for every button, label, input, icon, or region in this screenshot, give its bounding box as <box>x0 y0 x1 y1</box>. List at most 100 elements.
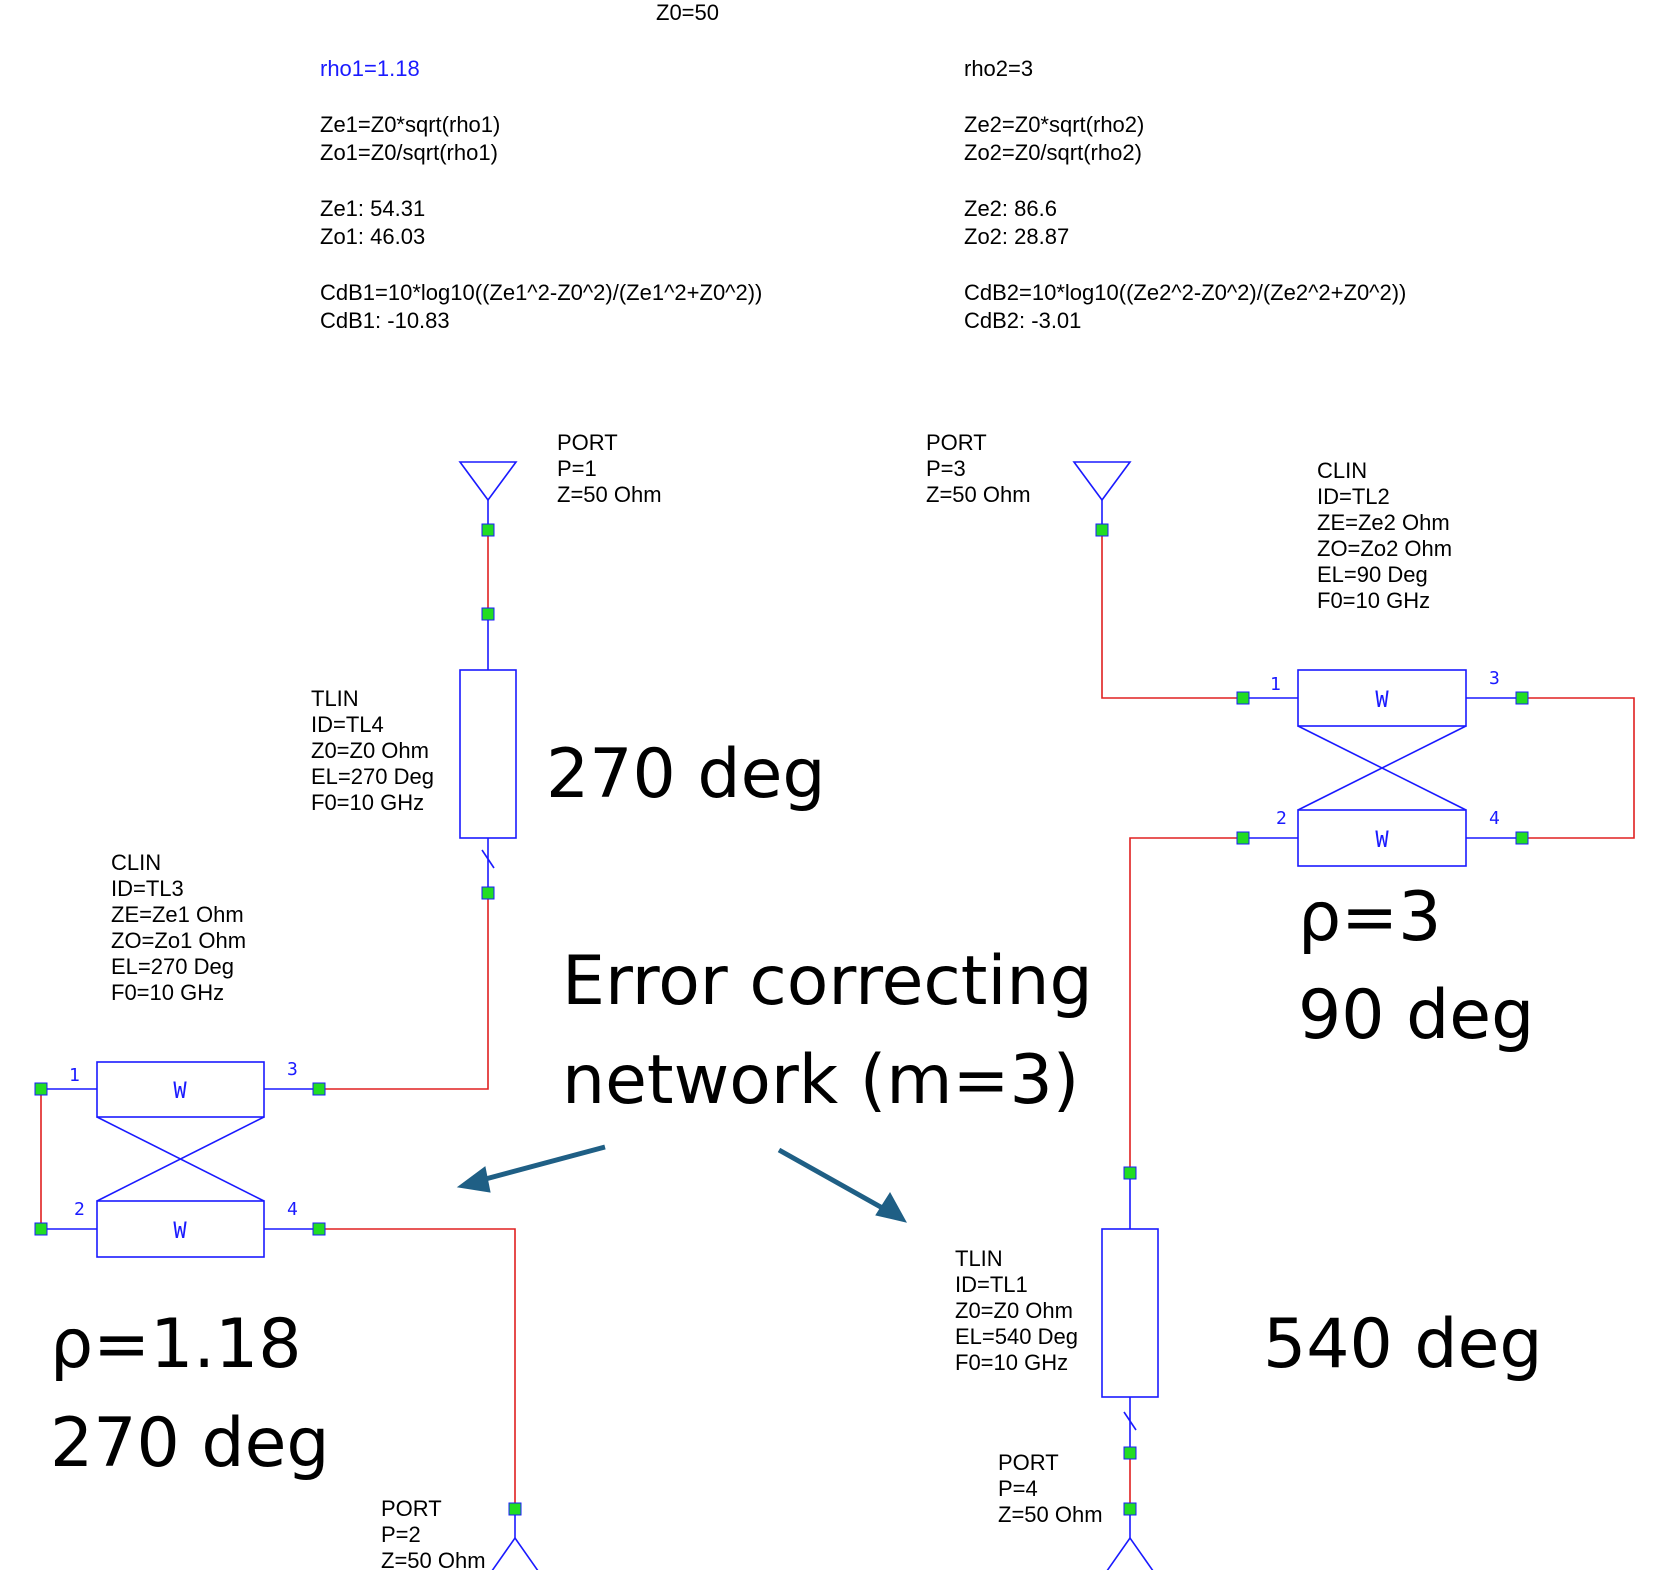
tl3-pin-2: 2 <box>74 1199 85 1220</box>
node[interactable] <box>1515 831 1529 845</box>
tl1-z0: Z0=Z0 Ohm <box>955 1298 1073 1323</box>
port-2-type: PORT <box>381 1496 442 1521</box>
rho1-equation[interactable]: rho1=1.18 <box>320 56 420 81</box>
tl2-params: CLIN ID=TL2 ZE=Ze2 Ohm ZO=Zo2 Ohm EL=90 … <box>1317 458 1452 614</box>
tl4-f0: F0=10 GHz <box>311 790 425 815</box>
node[interactable] <box>1236 831 1250 845</box>
port-4-impedance: Z=50 Ohm <box>998 1502 1103 1527</box>
tl2-pin-3: 3 <box>1489 668 1500 689</box>
node[interactable] <box>34 1082 48 1096</box>
tl4-body[interactable] <box>459 669 517 839</box>
tl2-bottom-line[interactable] <box>1297 809 1467 867</box>
port-3-symbol[interactable] <box>1072 461 1132 502</box>
port-4-symbol[interactable] <box>1102 1536 1158 1570</box>
rho2-equation[interactable]: rho2=3 <box>964 56 1034 81</box>
nodes <box>34 523 1529 1516</box>
cdb2-definition: CdB2=10*log10((Ze2^2-Z0^2)/(Ze2^2+Z0^2)) <box>964 280 1407 305</box>
zo1-value: Zo1: 46.03 <box>320 224 426 249</box>
tl3-top-line[interactable] <box>96 1061 265 1118</box>
tl2-pin-2: 2 <box>1276 808 1287 829</box>
tl2-zo: ZO=Zo2 Ohm <box>1317 536 1453 561</box>
zo1-definition: Zo1=Z0/sqrt(rho1) <box>320 140 498 165</box>
error-network-title-line2: network (m=3) <box>562 1041 1080 1120</box>
port-4-type: PORT <box>998 1450 1059 1475</box>
tl2-bottom-w-label: W <box>1375 828 1389 853</box>
tl4-degree-annotation: 270 deg <box>546 735 826 814</box>
node[interactable] <box>312 1082 326 1096</box>
cdb2-value: CdB2: -3.01 <box>964 308 1082 333</box>
tl3-pin-3: 3 <box>287 1059 298 1080</box>
tl3-rho-annotation: ρ=1.18 <box>50 1305 302 1384</box>
tl4-el: EL=270 Deg <box>311 764 434 789</box>
port-1-number: P=1 <box>557 456 597 481</box>
port-2-number: P=2 <box>381 1522 421 1547</box>
tl1-type: TLIN <box>955 1246 1003 1271</box>
tl3-id: ID=TL3 <box>111 876 184 901</box>
tl1-id: ID=TL1 <box>955 1272 1028 1297</box>
tl3-bottom-w-label: W <box>173 1219 187 1244</box>
node[interactable] <box>1095 523 1109 537</box>
tl2-type: CLIN <box>1317 458 1368 483</box>
node[interactable] <box>312 1222 326 1236</box>
node[interactable] <box>481 523 495 537</box>
port-1-symbol[interactable] <box>458 461 518 502</box>
port-4-number: P=4 <box>998 1476 1038 1501</box>
tl2-f0: F0=10 GHz <box>1317 588 1431 613</box>
tl3-top-w-label: W <box>173 1079 187 1104</box>
arrow-right-head <box>875 1192 907 1223</box>
wire-tl3-p2 <box>319 1228 516 1509</box>
annotation-arrows <box>456 1144 907 1223</box>
tl3-ze: ZE=Ze1 Ohm <box>111 902 244 927</box>
port-2-impedance: Z=50 Ohm <box>381 1548 486 1573</box>
port-1-label: PORT P=1 Z=50 Ohm <box>557 430 662 508</box>
wire-tl4-tl3 <box>319 893 489 1090</box>
port-2-label: PORT P=2 Z=50 Ohm <box>381 1496 486 1574</box>
ze1-definition: Ze1=Z0*sqrt(rho1) <box>320 112 501 137</box>
port-3-label: PORT P=3 Z=50 Ohm <box>926 430 1031 508</box>
node[interactable] <box>481 607 495 621</box>
tl1-f0: F0=10 GHz <box>955 1350 1069 1375</box>
node[interactable] <box>34 1222 48 1236</box>
arrow-left-head <box>456 1166 491 1193</box>
port-3-number: P=3 <box>926 456 966 481</box>
tl3-zo: ZO=Zo1 Ohm <box>111 928 247 953</box>
node[interactable] <box>1515 691 1529 705</box>
node[interactable] <box>1123 1446 1137 1460</box>
arrow-left <box>477 1144 606 1184</box>
tl2-degree-annotation: 90 deg <box>1298 976 1535 1055</box>
tl3-pin-1: 1 <box>69 1065 80 1086</box>
tl1-body[interactable] <box>1101 1228 1159 1398</box>
port-2-symbol[interactable] <box>487 1536 543 1570</box>
tl4-params: TLIN ID=TL4 Z0=Z0 Ohm EL=270 Deg F0=10 G… <box>311 686 434 816</box>
tl1-degree-annotation: 540 deg <box>1263 1305 1543 1384</box>
wire-tl2-loop <box>1522 697 1635 839</box>
zo2-value: Zo2: 28.87 <box>964 224 1070 249</box>
wire-p3-tl2 <box>1101 530 1243 699</box>
wire-tl2-tl1 <box>1129 837 1243 1173</box>
tl3-pin-4: 4 <box>287 1199 298 1220</box>
ze2-definition: Ze2=Z0*sqrt(rho2) <box>964 112 1145 137</box>
wires <box>40 530 1635 1509</box>
error-network-title-line1: Error correcting <box>562 942 1093 1021</box>
node[interactable] <box>481 886 495 900</box>
zo2-definition: Zo2=Z0/sqrt(rho2) <box>964 140 1142 165</box>
tl1-params: TLIN ID=TL1 Z0=Z0 Ohm EL=540 Deg F0=10 G… <box>955 1246 1078 1376</box>
tl2-pin-4: 4 <box>1489 808 1500 829</box>
node[interactable] <box>1123 1166 1137 1180</box>
tl2-el: EL=90 Deg <box>1317 562 1428 587</box>
node[interactable] <box>1123 1502 1137 1516</box>
tl2-pin-1: 1 <box>1270 674 1281 695</box>
tl3-bottom-line[interactable] <box>96 1200 265 1258</box>
tl2-top-w-label: W <box>1375 688 1389 713</box>
node[interactable] <box>1236 691 1250 705</box>
node[interactable] <box>508 1502 522 1516</box>
tl4-type: TLIN <box>311 686 359 711</box>
tl3-el: EL=270 Deg <box>111 954 234 979</box>
tl2-top-line[interactable] <box>1297 669 1467 727</box>
ze2-value: Ze2: 86.6 <box>964 196 1057 221</box>
tl3-degree-annotation: 270 deg <box>50 1404 330 1483</box>
tl4-id: ID=TL4 <box>311 712 384 737</box>
tl4-z0: Z0=Z0 Ohm <box>311 738 429 763</box>
tl1-el: EL=540 Deg <box>955 1324 1078 1349</box>
ze1-value: Ze1: 54.31 <box>320 196 426 221</box>
